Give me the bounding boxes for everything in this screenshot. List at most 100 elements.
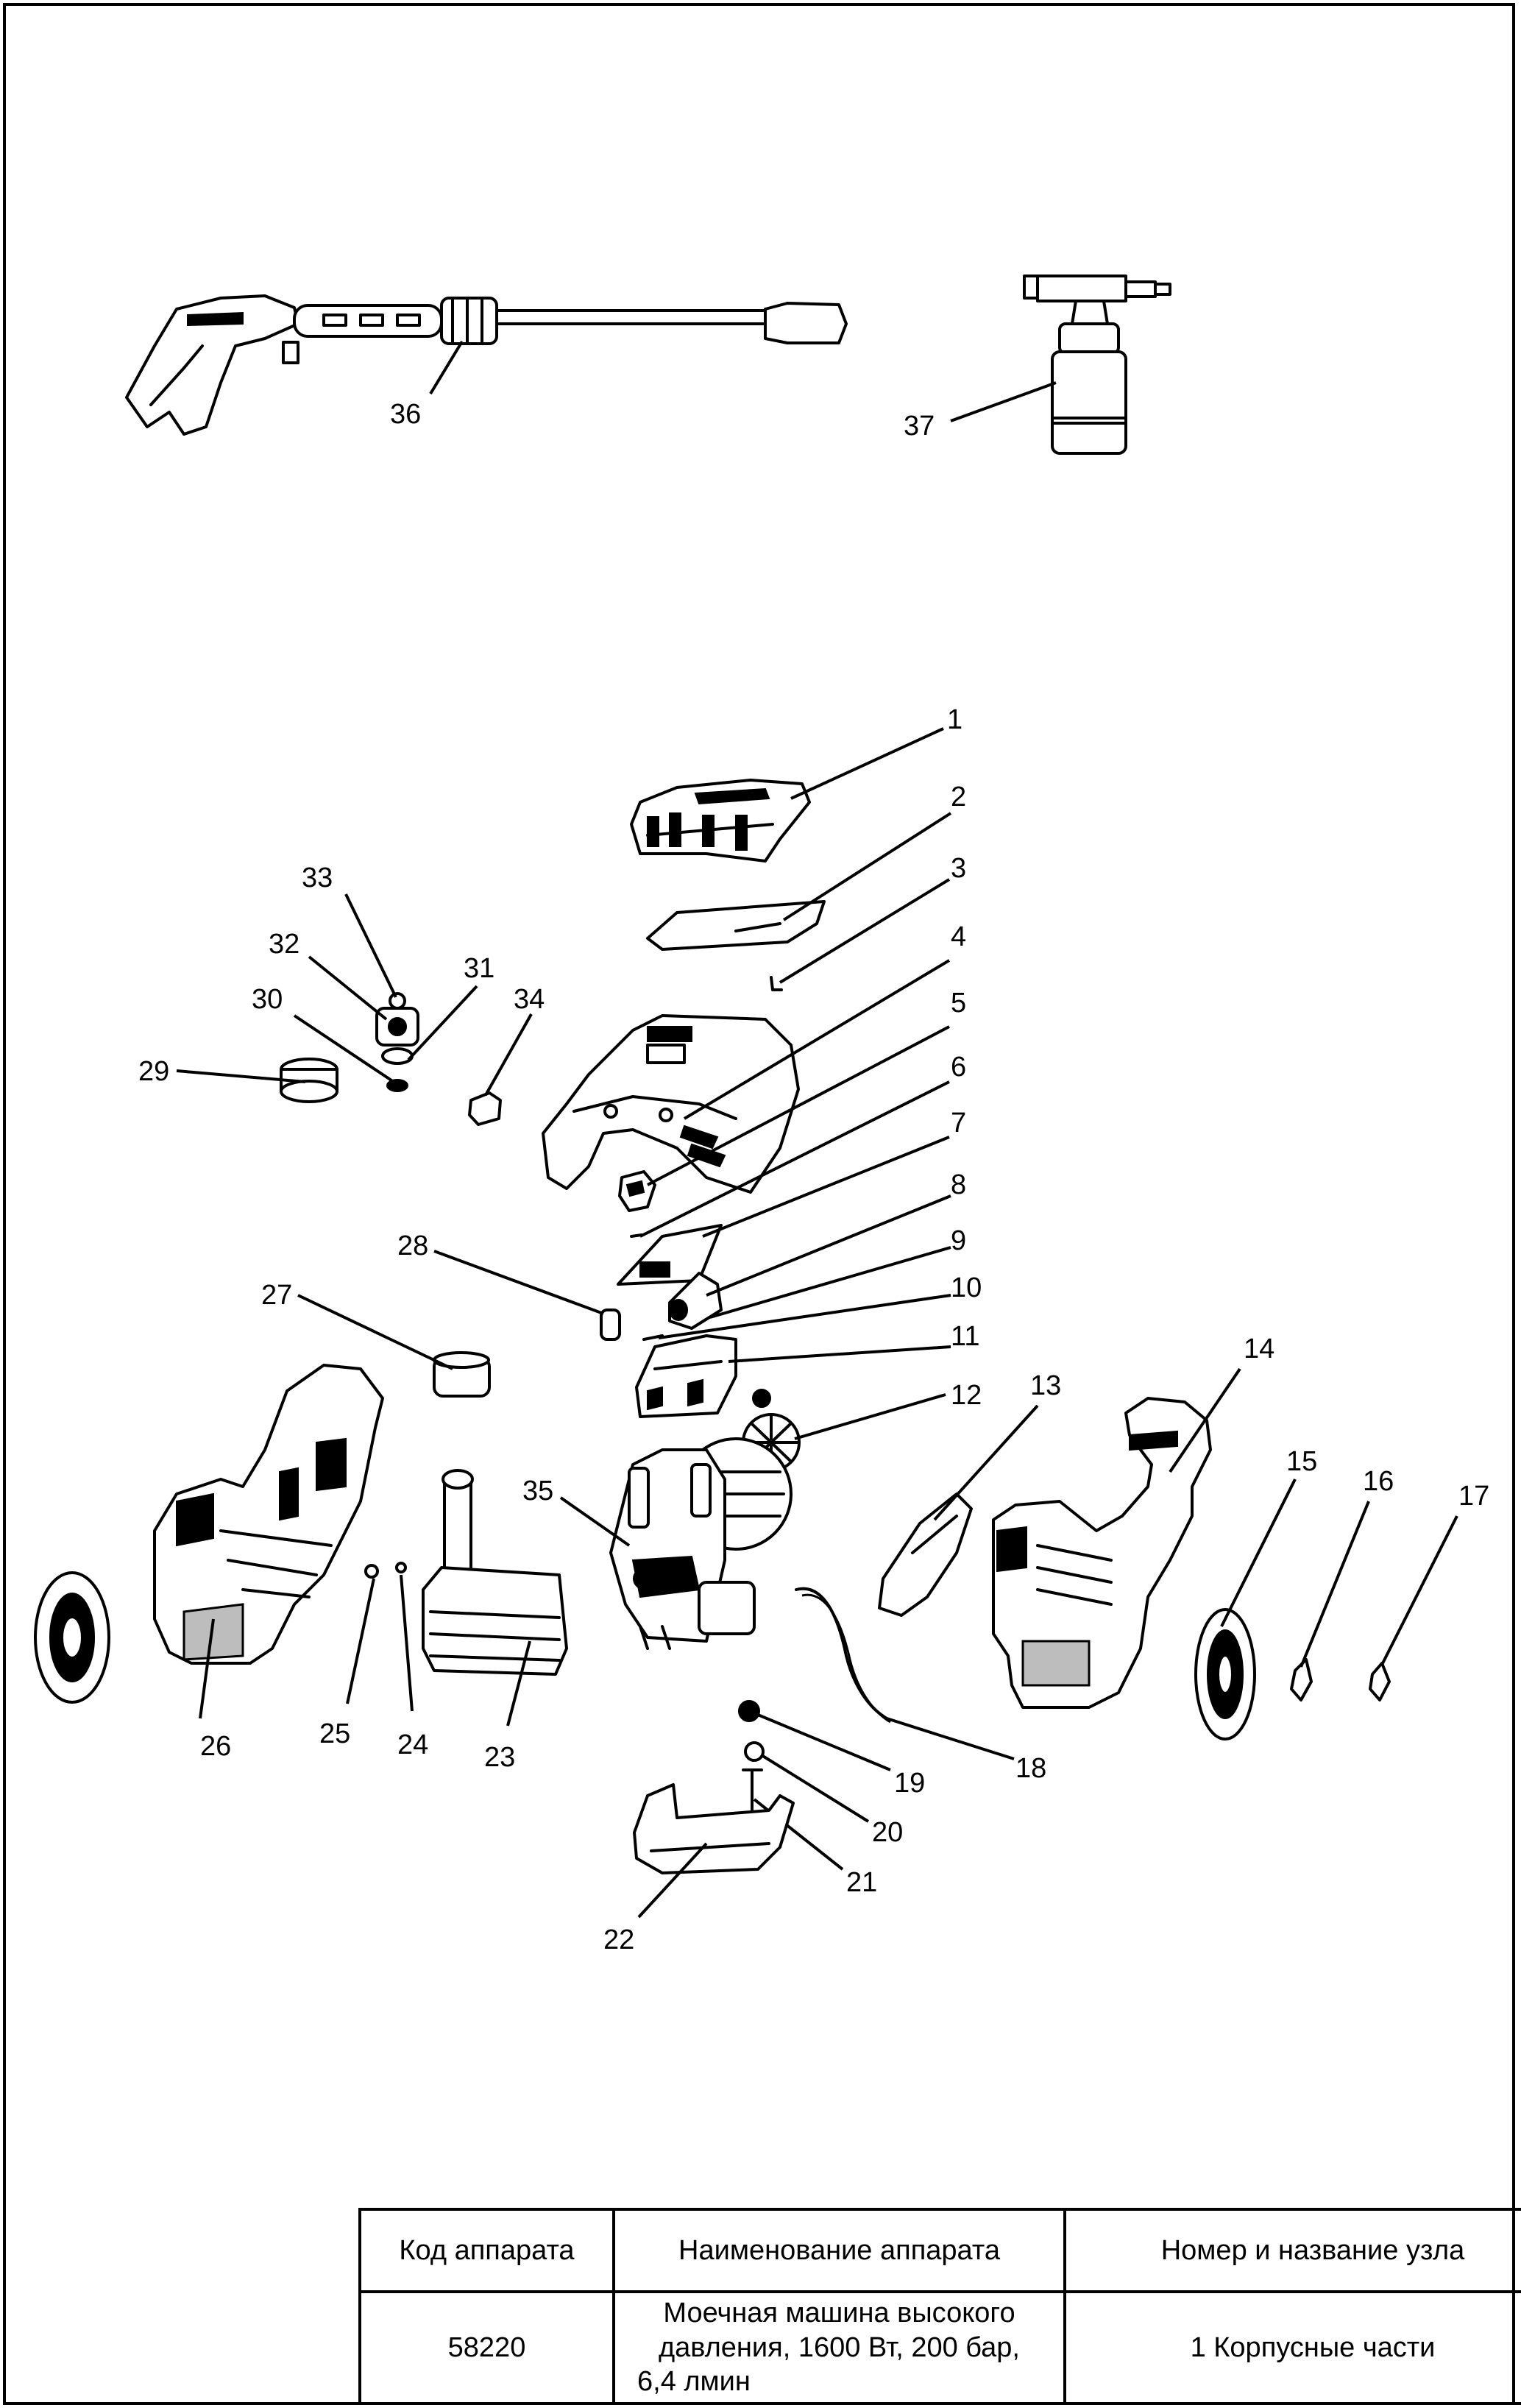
leader-34 [484,1013,533,1096]
leader-9 [709,1246,951,1319]
cell-name-line-1: Моечная машина высокого [663,2298,1015,2329]
cell-name-line-3: 6,4 лмин [637,2366,751,2398]
page-frame [3,3,1515,2405]
right-housing-drawing [992,1397,1212,1709]
leader-36 [429,340,464,395]
info-table-data-row: 58220 Моечная машина высокого давления, … [358,2290,1521,2405]
screw-10-drawing [642,1334,664,1341]
screw-3-drawing [770,976,783,991]
cell-unit: 1 Корпусные части [1063,2290,1521,2405]
switch-plate-drawing [617,1224,723,1286]
callout-30: 30 [252,984,283,1015]
leader-33 [344,893,397,998]
leader-7 [702,1136,950,1238]
header-code: Код аппарата [358,2208,615,2293]
leader-20 [760,1754,870,1823]
electrical-box-drawing [635,1334,737,1418]
hose-drawing [795,1587,888,1720]
callout-1: 1 [947,704,962,735]
callout-33: 33 [302,863,333,893]
leader-6 [639,1080,950,1238]
callout-28: 28 [397,1230,428,1261]
callout-8: 8 [951,1169,966,1200]
foam-bottle-drawing [1023,275,1171,455]
leader-28 [433,1250,604,1315]
callout-4: 4 [951,921,966,952]
header-name: Наименование аппарата [612,2208,1066,2293]
cell-code: 58220 [358,2290,615,2405]
leader-16 [1300,1501,1370,1668]
callout-9: 9 [951,1225,966,1256]
handle-grip-drawing [878,1492,973,1617]
callout-18: 18 [1015,1753,1046,1784]
callout-31: 31 [464,953,494,984]
leader-13 [933,1404,1039,1521]
leader-3 [779,878,951,984]
leader-14 [1169,1367,1241,1473]
callout-34: 34 [514,984,545,1015]
callout-16: 16 [1363,1466,1394,1497]
leader-31 [407,985,478,1061]
leader-10 [658,1294,951,1339]
part-28-drawing [600,1309,621,1341]
callout-27: 27 [261,1280,292,1311]
leader-24 [400,1574,414,1712]
leader-32 [308,955,388,1021]
switch-knob-drawing [618,1170,656,1212]
cover-plate-drawing [646,900,826,951]
callout-37: 37 [904,411,935,442]
callout-24: 24 [397,1729,428,1760]
spray-gun-drawing [125,294,848,436]
cell-name-line-2: давления, 1600 Вт, 200 бар, [659,2331,1020,2363]
leader-25 [346,1578,375,1704]
screw-25-drawing [364,1564,379,1579]
pump-motor-drawing [609,1437,793,1650]
inlet-connector-drawing [280,992,502,1126]
detergent-tank-drawing [422,1469,568,1676]
leader-23 [506,1640,531,1727]
callout-2: 2 [951,782,966,812]
callout-26: 26 [200,1731,231,1762]
callout-22: 22 [603,1924,634,1955]
capacitor-drawing [668,1272,723,1330]
callout-32: 32 [269,929,299,960]
leader-1 [790,727,944,800]
leader-27 [297,1294,453,1370]
leader-4 [683,959,951,1120]
callout-25: 25 [319,1718,350,1749]
callout-17: 17 [1458,1481,1489,1512]
leader-11 [728,1345,951,1363]
callout-14: 14 [1244,1334,1274,1364]
leader-26 [199,1618,215,1719]
leader-8 [706,1194,951,1297]
wheel-cap-17-drawing [1369,1662,1391,1701]
callout-11: 11 [951,1321,979,1352]
leader-19 [757,1713,891,1771]
callout-29: 29 [138,1056,169,1087]
washer-20-drawing [744,1741,765,1762]
callout-5: 5 [951,988,966,1019]
leader-29 [176,1069,306,1083]
leader-35 [559,1496,631,1547]
leader-17 [1380,1515,1458,1665]
callout-19: 19 [894,1768,925,1799]
info-table: Код аппарата Наименование аппарата Номер… [358,2208,1521,2405]
main-housing-drawing [542,1014,800,1194]
leader-37 [950,381,1057,422]
leader-18 [886,1717,1015,1760]
nut-19-drawing [738,1700,760,1722]
screw-24-drawing [395,1562,407,1573]
leader-5 [647,1025,950,1186]
leader-22 [637,1842,708,1919]
leader-30 [293,1014,395,1083]
callout-36: 36 [390,399,421,430]
callout-20: 20 [872,1817,903,1848]
leader-12 [794,1393,946,1440]
callout-12: 12 [951,1380,982,1411]
bolt-21-drawing [742,1768,763,1812]
callout-35: 35 [522,1476,553,1506]
callout-7: 7 [951,1108,966,1139]
top-cover-drawing [630,779,811,863]
cell-name: Моечная машина высокого давления, 1600 В… [612,2290,1066,2405]
